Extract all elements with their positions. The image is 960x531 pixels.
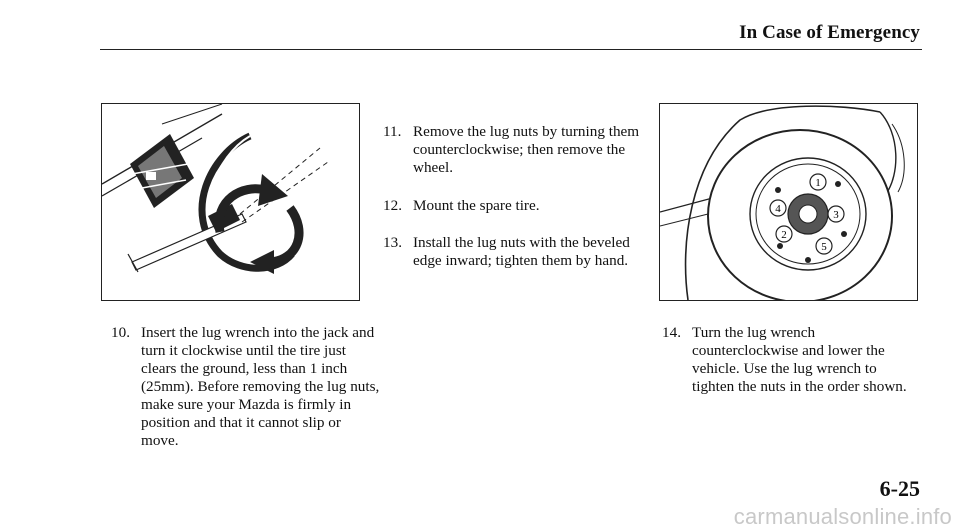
step-text: Install the lug nuts with the beveled ed…: [413, 234, 630, 269]
page-number: 6-25: [879, 476, 920, 501]
step-number: 13.: [383, 234, 402, 251]
nut-order-label: 5: [821, 241, 827, 253]
nut-order-label: 3: [833, 209, 839, 221]
step-text: Insert the lug wrench into the jack and …: [141, 324, 380, 449]
watermark: carmanualsonline.info: [733, 504, 952, 529]
step-text: Turn the lug wrench counterclockwise and…: [692, 324, 907, 395]
jack-wrench-illustration: [101, 103, 360, 301]
nut-order-label: 2: [781, 229, 787, 241]
step-number: 11.: [383, 123, 402, 140]
step-text: Mount the spare tire.: [413, 197, 540, 214]
nut-order-label: 4: [775, 203, 781, 215]
step-number: 12.: [383, 197, 402, 214]
step-number: 14.: [662, 324, 681, 341]
nut-order-label: 1: [815, 177, 821, 189]
header-divider: [100, 49, 922, 50]
wheel-nut-order-illustration: 1 2 3 4 5: [659, 103, 918, 301]
step-number: 10.: [111, 324, 130, 341]
step-text: Remove the lug nuts by turning them coun…: [413, 123, 640, 176]
wheel-nut-order-drawing: 1 2 3 4 5: [660, 105, 905, 300]
page-header-title: In Case of Emergency: [739, 22, 920, 43]
jack-wrench-drawing: [102, 104, 329, 274]
